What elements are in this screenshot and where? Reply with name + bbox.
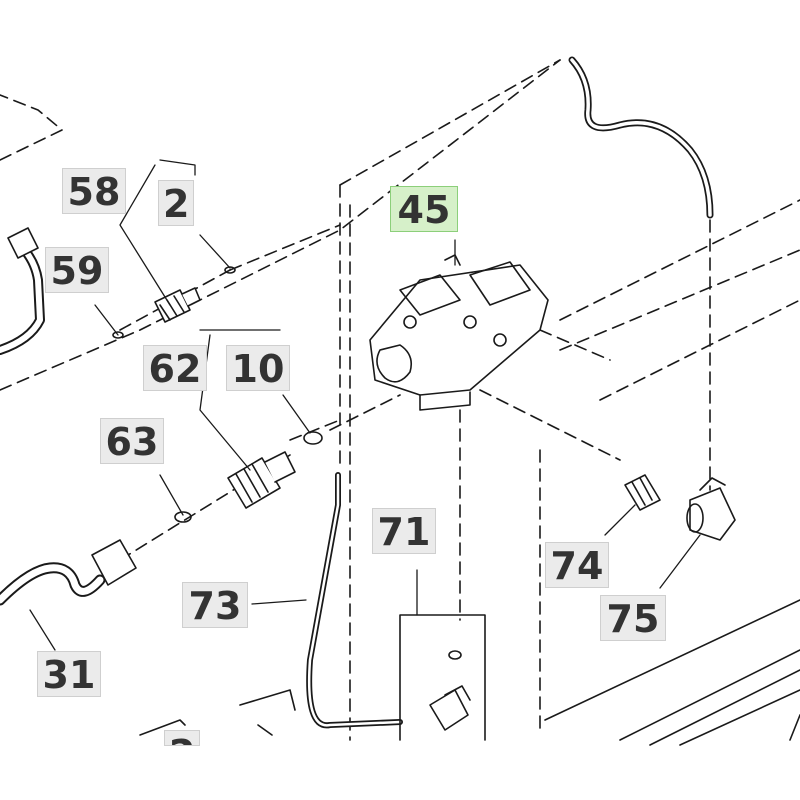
callout-2[interactable]: 2 xyxy=(158,180,194,226)
callout-73[interactable]: 73 xyxy=(182,582,248,628)
fitting-58 xyxy=(154,287,201,323)
hose-top xyxy=(568,56,714,219)
box-71 xyxy=(399,614,486,741)
callout-2-lower[interactable]: 2 xyxy=(164,730,200,746)
o-ring-2 xyxy=(224,266,236,274)
callout-63[interactable]: 63 xyxy=(100,418,164,464)
valve-block-45 xyxy=(369,254,549,411)
fitting-62 xyxy=(227,451,296,509)
callout-75[interactable]: 75 xyxy=(600,595,666,641)
callout-59[interactable]: 59 xyxy=(45,247,109,293)
panel-frame xyxy=(139,599,800,746)
o-ring-10 xyxy=(303,431,323,445)
callout-62[interactable]: 62 xyxy=(143,345,207,391)
o-ring-63 xyxy=(174,511,192,523)
callout-74[interactable]: 74 xyxy=(545,542,609,588)
fitting-74 xyxy=(624,474,661,511)
callout-58[interactable]: 58 xyxy=(62,168,126,214)
bottom-mask xyxy=(0,746,800,800)
elbow-75 xyxy=(686,477,736,541)
callout-10[interactable]: 10 xyxy=(226,345,290,391)
callout-45[interactable]: 45 xyxy=(390,186,458,232)
callout-71[interactable]: 71 xyxy=(372,508,436,554)
callout-31[interactable]: 31 xyxy=(37,651,101,697)
o-ring-59 xyxy=(112,331,124,339)
